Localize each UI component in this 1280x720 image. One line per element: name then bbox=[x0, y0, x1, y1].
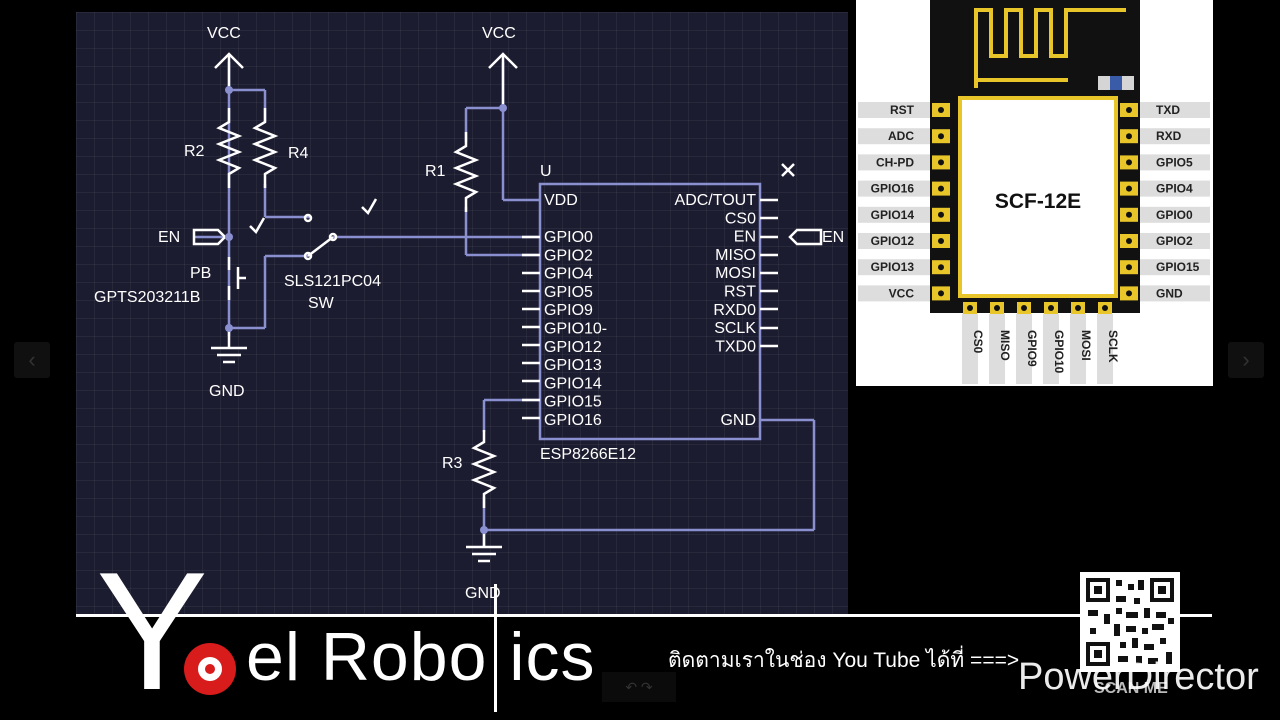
pinout-pin-label: GPIO5 bbox=[1156, 155, 1193, 169]
chip-pin-label: ADC/TOUT bbox=[675, 192, 757, 209]
qr-code-icon bbox=[1086, 578, 1174, 666]
chip-pin-label: GPIO12 bbox=[544, 339, 602, 356]
pinout-pin-label: VCC bbox=[889, 286, 915, 300]
switch-label: SW bbox=[308, 295, 335, 312]
follow-channel-text: ติดตามเราในช่อง You Tube ได้ที่ ===> bbox=[668, 649, 1020, 672]
pinout-pin-label: CS0 bbox=[971, 330, 985, 354]
en-left-label: EN bbox=[158, 229, 180, 246]
switch-part-label: SLS121PC04 bbox=[284, 273, 381, 290]
chip-pin-label: VDD bbox=[544, 192, 578, 209]
pinout-pin-label: GPIO12 bbox=[871, 234, 915, 248]
chip-pin-label: GPIO0 bbox=[544, 229, 593, 246]
divider-line bbox=[76, 614, 1212, 617]
gnd-bottom-label: GND bbox=[465, 585, 501, 602]
module-name: SCF-12E bbox=[995, 190, 1081, 213]
brand-y-letter: Y bbox=[96, 537, 209, 720]
pinout-pin-label: CH-PD bbox=[876, 155, 914, 169]
vcc-left-label: VCC bbox=[207, 25, 241, 42]
chip-pin-label: MISO bbox=[715, 247, 756, 264]
pinout-pin-label: GPIO16 bbox=[871, 182, 915, 196]
chip-pin-label: RXD0 bbox=[713, 302, 756, 319]
pinout-pin-label: GPIO0 bbox=[1156, 208, 1193, 222]
prev-arrow-icon[interactable]: ‹ bbox=[14, 342, 50, 378]
youtube-icon bbox=[184, 643, 236, 695]
chip-pin-label: EN bbox=[734, 229, 756, 246]
brand-name-part1: el Robo bbox=[246, 619, 488, 695]
vcc-right-label: VCC bbox=[482, 25, 516, 42]
chip-pin-label: GPIO10- bbox=[544, 321, 607, 338]
gnd-left-label: GND bbox=[209, 383, 245, 400]
next-arrow-icon[interactable]: › bbox=[1228, 342, 1264, 378]
r3-label: R3 bbox=[442, 455, 463, 472]
brand-t-stroke bbox=[494, 584, 497, 712]
chip-pin-label: GPIO16 bbox=[544, 412, 602, 429]
pinout-svg: SCF-12E RSTADCCH-PDGPIO16GPIO14GPIO12GPI… bbox=[858, 0, 1210, 384]
chip-pin-label: GPIO5 bbox=[544, 284, 593, 301]
chip-pin-label: MOSI bbox=[715, 265, 756, 282]
chip-pin-label: GPIO13 bbox=[544, 357, 602, 374]
pb-part-label: GPTS203211B bbox=[94, 289, 200, 306]
chip-gnd-pin-label: GND bbox=[720, 412, 756, 429]
chip-pin-label: SCLK bbox=[714, 320, 756, 337]
pinout-pin-label: MOSI bbox=[1079, 330, 1093, 361]
pinout-bottom-labels: CS0 MISO GPIO9 GPIO10 MOSI SCLK bbox=[971, 330, 1120, 374]
qr-code[interactable] bbox=[1080, 572, 1180, 672]
r1-label: R1 bbox=[425, 163, 446, 180]
schematic-svg: VCC VCC R2 R4 R1 R3 EN EN PB GPTS203211B… bbox=[94, 25, 844, 602]
chip-pin-label: GPIO2 bbox=[544, 247, 593, 264]
r2-label: R2 bbox=[184, 143, 205, 160]
powerdirector-watermark: PowerDirector bbox=[1018, 656, 1259, 698]
chip-name: ESP8266E12 bbox=[540, 446, 636, 463]
brand-name-part2: ics bbox=[509, 619, 596, 695]
chip-pin-label: CS0 bbox=[725, 210, 756, 227]
chip-left-pin-labels: VDDGPIO0GPIO2GPIO4GPIO5GPIO9GPIO10-GPIO1… bbox=[544, 192, 607, 429]
chip-pin-label: GPIO9 bbox=[544, 302, 593, 319]
pinout-pin-label: RST bbox=[890, 103, 915, 117]
pinout-pin-label: ADC bbox=[888, 129, 914, 143]
en-right-label: EN bbox=[822, 229, 844, 246]
qr-caption: SCAN ME bbox=[1094, 680, 1168, 697]
r4-label: R4 bbox=[288, 145, 309, 162]
pinout-pin-label: GPIO2 bbox=[1156, 234, 1193, 248]
pinout-pin-label: GPIO14 bbox=[871, 208, 915, 222]
pinout-pin-label: SCLK bbox=[1106, 330, 1120, 363]
pinout-pin-label: GPIO9 bbox=[1025, 330, 1039, 367]
pinout-pin-label: TXD bbox=[1156, 103, 1180, 117]
pinout-pin-label: GPIO15 bbox=[1156, 260, 1200, 274]
undo-redo-controls[interactable]: ↶ ↷ bbox=[602, 672, 676, 702]
chip-pin-label: TXD0 bbox=[715, 338, 756, 355]
pinout-pin-label: GND bbox=[1156, 286, 1183, 300]
chip-designator: U bbox=[540, 163, 552, 180]
schematic-canvas: VCC VCC R2 R4 R1 R3 EN EN PB GPTS203211B… bbox=[76, 12, 848, 614]
pinout-pin-label: GPIO4 bbox=[1156, 182, 1193, 196]
pinout-pin-label: GPIO13 bbox=[871, 260, 915, 274]
pb-label: PB bbox=[190, 265, 211, 282]
chip-pin-label: GPIO15 bbox=[544, 394, 602, 411]
chip-pin-label: GPIO14 bbox=[544, 375, 602, 392]
pinout-pin-label: RXD bbox=[1156, 129, 1182, 143]
chip-pin-label: RST bbox=[724, 284, 756, 301]
chip-pin-label: GPIO4 bbox=[544, 266, 593, 283]
pinout-pin-label: GPIO10 bbox=[1052, 330, 1066, 374]
pinout-pin-label: MISO bbox=[998, 330, 1012, 361]
